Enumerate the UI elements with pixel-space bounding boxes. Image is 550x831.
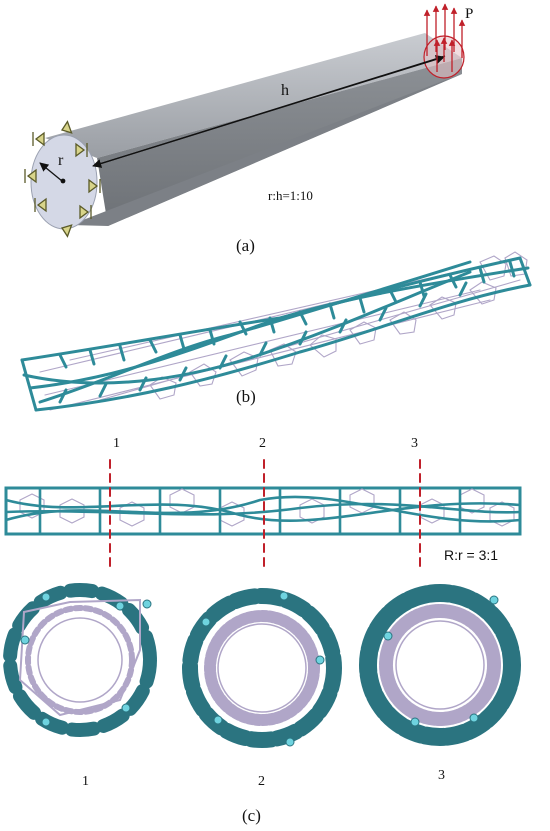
section-lines xyxy=(109,459,421,569)
height-arrow-back xyxy=(92,55,445,167)
panel-c-lattice xyxy=(3,459,522,748)
cross-section-3 xyxy=(359,584,521,746)
section-label-3: 3 xyxy=(411,436,418,451)
radius-arrow xyxy=(39,162,63,182)
cross-section-label-3: 3 xyxy=(438,768,445,783)
section-label-1: 1 xyxy=(113,436,120,451)
cross-section-label-2: 2 xyxy=(258,774,265,789)
height-label: h xyxy=(281,82,289,99)
beam-bottom-face xyxy=(70,74,462,226)
caption-c: (c) xyxy=(242,806,261,825)
straight-lattice-teal-struts xyxy=(4,486,522,536)
ratio-a-label: r:h=1:10 xyxy=(268,188,313,203)
lattice-inner-mesh xyxy=(39,251,528,411)
section-label-2: 2 xyxy=(259,436,266,451)
caption-a: (a) xyxy=(236,236,255,255)
fixed-support-symbols xyxy=(24,120,101,238)
cross-section-2 xyxy=(182,588,342,748)
beam-top-face xyxy=(45,33,462,158)
panel-b-lattice xyxy=(20,251,532,412)
panel-a-beam xyxy=(24,3,466,238)
radius-label: r xyxy=(58,152,64,169)
cross-section-label-1: 1 xyxy=(82,774,89,789)
center-dot xyxy=(60,178,66,184)
lattice-teal-struts xyxy=(20,256,532,412)
load-label: P xyxy=(465,6,474,22)
ratio-c-label: R:r = 3:1 xyxy=(444,547,499,563)
load-arrows xyxy=(423,3,466,72)
caption-b: (b) xyxy=(236,387,256,406)
cross-section-1 xyxy=(3,583,157,737)
